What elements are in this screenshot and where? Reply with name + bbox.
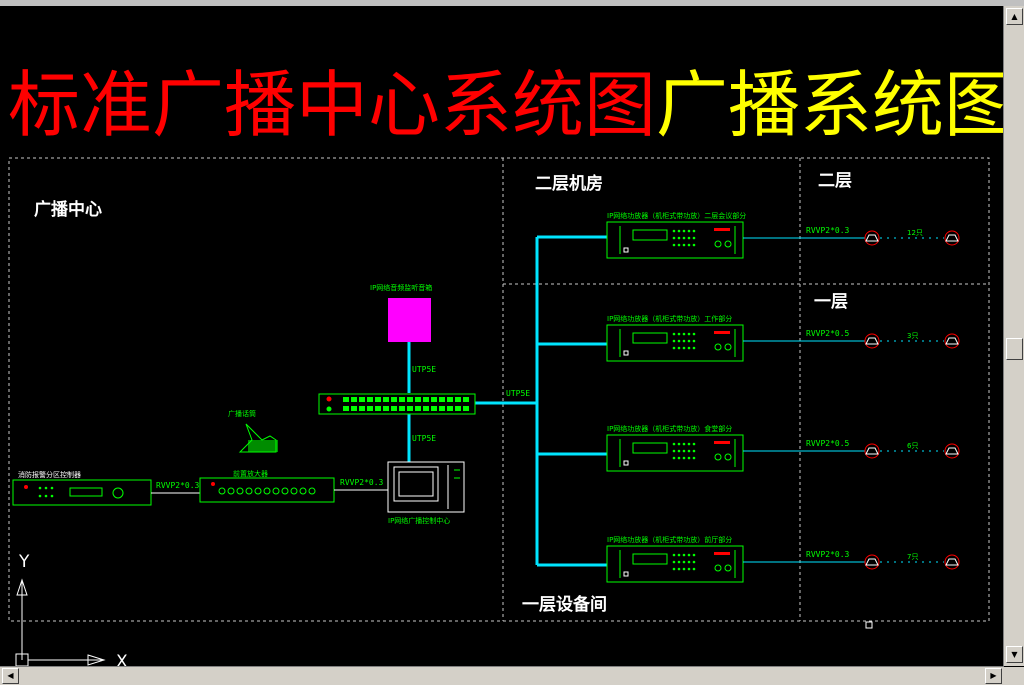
zone-amp-label: IP网络功放器（机柜式带功放）食堂部分 <box>607 424 732 433</box>
cable-label-utp-bottom: UTP5E <box>412 434 436 443</box>
speaker-icon <box>864 554 880 570</box>
speaker-icon <box>864 230 880 246</box>
zone-amp-row[interactable]: IP网络功放器（机柜式带功放）前厅部分 RVVP2*0.3 7只 <box>606 535 960 583</box>
speaker-cable-label: RVVP2*0.5 <box>806 439 850 448</box>
speaker-icon <box>944 230 960 246</box>
horizontal-scrollbar[interactable]: ◀ ▶ <box>0 666 1004 685</box>
cable-label-rvvp-amp: RVVP2*0.3 <box>340 478 384 487</box>
scroll-right-button[interactable]: ▶ <box>985 668 1002 684</box>
speaker-cable-label: RVVP2*0.3 <box>806 226 850 235</box>
grip-marker <box>865 621 873 629</box>
window-top-edge <box>0 0 1024 6</box>
speaker-cable-label: RVVP2*0.5 <box>806 329 850 338</box>
speaker-icon <box>944 443 960 459</box>
ucs-icon: Y X <box>15 552 128 672</box>
monitor-speaker-box[interactable]: IP网络音频监听音箱 <box>370 283 432 342</box>
speaker-count: 7只 <box>907 553 918 561</box>
zone-amp-row[interactable]: IP网络功放器（机柜式带功放）工作部分 RVVP2*0.5 3只 <box>606 314 960 362</box>
microphone-label: 广播话筒 <box>228 409 256 418</box>
zone-amp-label: IP网络功放器（机柜式带功放）前厅部分 <box>607 535 732 544</box>
speaker-icon <box>944 333 960 349</box>
speaker-count: 3只 <box>907 332 918 340</box>
speaker-cable-label: RVVP2*0.3 <box>806 550 850 559</box>
scroll-thumb[interactable] <box>1006 338 1023 360</box>
speaker-icon <box>864 333 880 349</box>
title-red: 标准广播中心系统图 <box>8 66 656 146</box>
network-links <box>407 235 607 567</box>
zone-label-floor-1: 一层 <box>814 292 848 312</box>
scroll-down-button[interactable]: ▼ <box>1006 646 1023 663</box>
speaker-count: 6只 <box>907 442 918 450</box>
zone-amplifier[interactable] <box>606 545 744 583</box>
zone-amp-row[interactable]: IP网络功放器（机柜式带功放）食堂部分 RVVP2*0.5 6只 <box>606 424 960 472</box>
title-yellow: 广播系统图 <box>656 66 1016 146</box>
scroll-left-button[interactable]: ◀ <box>2 668 19 684</box>
zone-amplifier[interactable] <box>606 324 744 362</box>
amplifier-label: 前置放大器 <box>233 469 268 478</box>
zone-amplifier[interactable] <box>606 221 744 259</box>
microphone-icon[interactable]: 广播话筒 <box>228 409 278 453</box>
svg-text:标准广播中心系统图广播系统图: 标准广播中心系统图广播系统图 <box>8 66 1016 146</box>
zone-amp-row[interactable]: IP网络功放器（机柜式带功放）二层会议部分 RVVP2*0.3 12只 <box>606 211 960 259</box>
cable-label-rvvp-ctrl: RVVP2*0.3 <box>156 481 200 490</box>
speaker-count: 12只 <box>907 229 923 237</box>
zone-amplifier[interactable] <box>606 434 744 472</box>
monitor-speaker-label: IP网络音频监听音箱 <box>370 283 432 292</box>
cable-label-utp-top: UTP5E <box>412 365 436 374</box>
server-label: IP网络广播控制中心 <box>388 516 450 525</box>
zone-boundaries <box>8 157 990 622</box>
fire-alarm-controller[interactable]: 消防报警分区控制器 <box>12 470 152 506</box>
zone-amp-label: IP网络功放器（机柜式带功放）二层会议部分 <box>607 211 746 220</box>
network-switch[interactable] <box>318 393 476 415</box>
speaker-icon <box>944 554 960 570</box>
zone-label-center: 广播中心 <box>34 199 102 220</box>
cable-label-utp-trunk: UTP5E <box>506 389 530 398</box>
scrollbar-corner <box>1004 667 1024 685</box>
scroll-up-button[interactable]: ▲ <box>1006 8 1023 25</box>
ucs-y-label: Y <box>18 552 30 572</box>
broadcast-control-server[interactable]: IP网络广播控制中心 <box>387 461 465 525</box>
controller-label: 消防报警分区控制器 <box>18 470 81 479</box>
speaker-icon <box>864 443 880 459</box>
zone-label-equipment-room: 一层设备间 <box>522 594 607 615</box>
vertical-scrollbar[interactable]: ▲ ▼ <box>1003 6 1024 666</box>
zone-label-machine-room: 二层机房 <box>535 173 603 194</box>
zone-label-floor-2: 二层 <box>818 171 852 191</box>
preamplifier[interactable]: 前置放大器 <box>199 469 335 503</box>
zone-amp-label: IP网络功放器（机柜式带功放）工作部分 <box>607 314 732 323</box>
